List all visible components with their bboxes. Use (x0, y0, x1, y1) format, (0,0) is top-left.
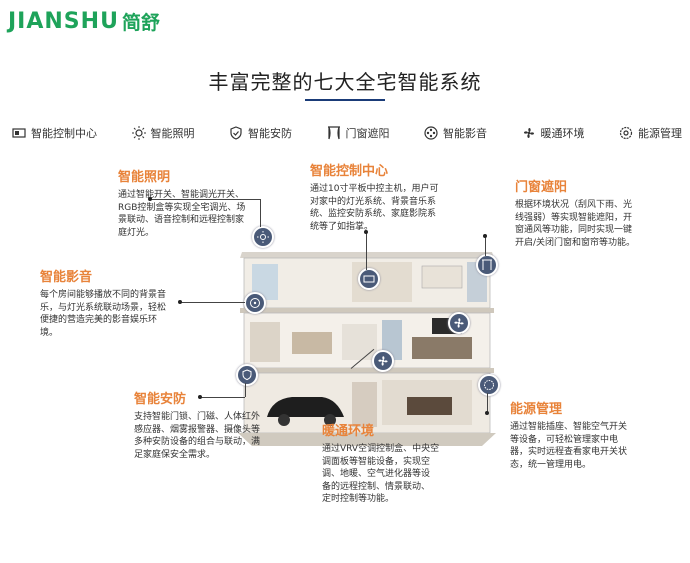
fan-icon (448, 312, 470, 334)
connector-dot (485, 411, 489, 415)
light-icon (131, 126, 146, 140)
section-control-center: 智能控制中心 通过10寸平板中控主机，用户可 对家中的灯光系统、背景音乐系 统、… (310, 160, 470, 233)
category-lighting: 智能照明 (131, 125, 195, 141)
connector-dot (483, 234, 487, 238)
body-line: 根据环境状况（刮风下雨、光 (515, 200, 633, 210)
shield-icon (236, 364, 258, 386)
body-line: RGB控制盒等实现全宅调光、场 (118, 202, 246, 213)
category-security: 智能安防 (229, 125, 292, 141)
body-line: 等设备，可轻松管理家中电 (510, 434, 619, 445)
body-line: 通过VRV空调控制盒、中央空 (322, 444, 440, 454)
connector-dot (364, 230, 368, 234)
connector-line (366, 232, 367, 270)
section-body: 通过VRV空调控制盒、中央空 调面板等智能设备，实现空 调、地暖、空气进化器等设… (322, 443, 462, 506)
body-line: 调面板等智能设备，实现空 (322, 456, 431, 467)
page-title: 丰富完整的七大全宅智能系统 (208, 70, 482, 94)
body-line: 景联动、语音控制和远程控制家 (118, 215, 245, 225)
category-label: 智能安防 (248, 127, 292, 140)
category-label: 智能控制中心 (31, 127, 97, 140)
category-bar: 智能控制中心 智能照明 智能安防 门窗遮阳 智能影音 暖通环境 能源管理 (12, 124, 682, 142)
body-line: 态，统一管理用电。 (510, 459, 592, 470)
body-line: 通过智能开关、智能调光开关、 (118, 190, 245, 200)
media-icon (244, 292, 266, 314)
curtain-icon (327, 126, 340, 140)
section-body: 通过10寸平板中控主机，用户可 对家中的灯光系统、背景音乐系 统、监控安防系统、… (310, 183, 470, 233)
body-line: 统、监控安防系统、家庭影院系 (310, 209, 437, 219)
light-icon (252, 226, 274, 248)
brand-logo: JIANSHU 简舒 (8, 4, 160, 38)
logo-cn: 简舒 (121, 11, 160, 34)
category-media: 智能影音 (424, 125, 487, 141)
fan-icon (523, 128, 534, 138)
section-media: 智能影音 每个房间能够播放不同的背景音 乐，与灯光系统联动场景，轻松 便捷的营造… (40, 266, 190, 339)
control-center-icon (358, 268, 380, 290)
title-underline (305, 99, 385, 101)
shield-icon (230, 126, 242, 140)
body-line: 支持智能门锁、门磁、人体红外 (134, 412, 261, 422)
section-title: 智能控制中心 (310, 164, 389, 179)
body-line: 对家中的灯光系统、背景音乐系 (310, 196, 437, 207)
body-line: 感应器、烟雾报警器、摄像头等 (134, 424, 261, 435)
category-energy: 能源管理 (619, 125, 682, 141)
body-line: 多种安防设备的组合与联动，满 (134, 437, 261, 447)
body-line: 通过智能插座、智能空气开关 (510, 422, 628, 432)
body-line: 足家庭保安全需求。 (134, 449, 216, 460)
section-body: 通过智能开关、智能调光开关、 RGB控制盒等实现全宅调光、场 景联动、语音控制和… (118, 189, 278, 239)
section-title: 智能影音 (40, 270, 93, 285)
body-line: 统等了如指掌。 (310, 221, 374, 232)
energy-icon (619, 126, 633, 140)
connector-dot (148, 197, 152, 201)
category-label: 暖通环境 (540, 127, 585, 140)
body-line: 窗通风等功能，同时实现一键 (515, 225, 633, 235)
control-center-icon (12, 128, 26, 138)
body-line: 庭灯光。 (118, 227, 155, 238)
connector-dot (198, 395, 202, 399)
body-line: 便捷的营造完美的影音娱乐环 (40, 315, 158, 325)
section-security: 智能安防 支持智能门锁、门磁、人体红外 感应器、烟雾报警器、摄像头等 多种安防设… (134, 388, 284, 461)
connector-line (200, 397, 245, 398)
category-curtain: 门窗遮阳 (327, 125, 390, 141)
connector-line (150, 199, 260, 200)
logo-latin: JIANSHU (8, 8, 119, 34)
media-icon (424, 126, 438, 140)
category-label: 能源管理 (638, 127, 682, 140)
section-title: 能源管理 (510, 402, 563, 417)
category-control-center: 智能控制中心 (12, 125, 97, 141)
body-line: 器，实时远程查看家电开关状 (510, 447, 628, 457)
body-line: 备的远程控制、情景联动、 (322, 481, 431, 492)
body-line: 每个房间能够播放不同的背景音 (40, 290, 167, 300)
connector-line (245, 383, 246, 397)
body-line: 调、地暖、空气进化器等设 (322, 469, 431, 479)
body-line: 开启/关闭门窗和窗帘等功能。 (515, 237, 636, 248)
body-line: 通过10寸平板中控主机，用户可 (310, 184, 439, 194)
section-energy: 能源管理 通过智能插座、智能空气开关 等设备，可轻松管理家中电 器，实时远程查看… (510, 398, 670, 471)
section-body: 支持智能门锁、门磁、人体红外 感应器、烟雾报警器、摄像头等 多种安防设备的组合与… (134, 411, 284, 461)
connector-dot (178, 300, 182, 304)
category-label: 门窗遮阳 (345, 127, 390, 140)
curtain-icon (476, 254, 498, 276)
section-title: 智能照明 (118, 170, 171, 185)
connector-line (485, 236, 486, 256)
category-hvac: 暖通环境 (522, 125, 585, 141)
section-hvac: 暖通环境 通过VRV空调控制盒、中央空 调面板等智能设备，实现空 调、地暖、空气… (322, 420, 462, 506)
connector-line (487, 393, 488, 413)
fan-icon (372, 350, 394, 372)
connector-line (260, 199, 261, 227)
section-title: 暖通环境 (322, 424, 375, 439)
section-body: 通过智能插座、智能空气开关 等设备，可轻松管理家中电 器，实时远程查看家电开关状… (510, 421, 670, 471)
section-title: 门窗遮阳 (515, 180, 568, 195)
section-curtain: 门窗遮阳 根据环境状况（刮风下雨、光 线强弱）等实现智能遮阳，开 窗通风等功能，… (515, 176, 675, 249)
connector-line (180, 302, 245, 303)
section-lighting: 智能照明 通过智能开关、智能调光开关、 RGB控制盒等实现全宅调光、场 景联动、… (118, 166, 278, 239)
body-line: 境。 (40, 327, 59, 338)
category-label: 智能影音 (443, 127, 487, 140)
section-body: 每个房间能够播放不同的背景音 乐，与灯光系统联动场景，轻松 便捷的营造完美的影音… (40, 289, 190, 339)
section-title: 智能安防 (134, 392, 187, 407)
section-body: 根据环境状况（刮风下雨、光 线强弱）等实现智能遮阳，开 窗通风等功能，同时实现一… (515, 199, 675, 249)
body-line: 乐，与灯光系统联动场景，轻松 (40, 302, 167, 313)
body-line: 线强弱）等实现智能遮阳，开 (515, 212, 633, 223)
energy-icon (478, 374, 500, 396)
body-line: 定时控制等功能。 (322, 494, 395, 504)
category-label: 智能照明 (150, 127, 195, 140)
